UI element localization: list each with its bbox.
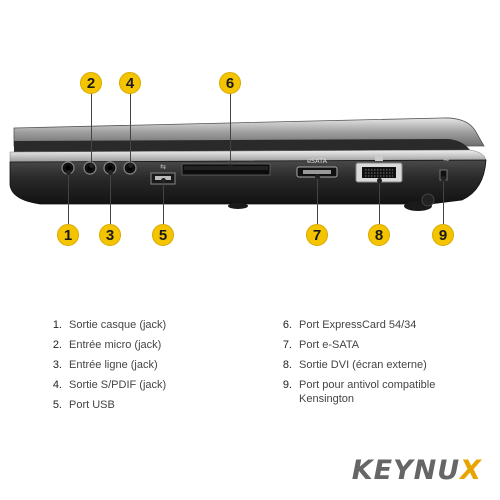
leader-line-1 — [68, 172, 69, 224]
laptop-lid — [13, 117, 485, 147]
leader-line-3 — [110, 172, 111, 224]
legend-label: Port pour antivol compatible Kensington — [299, 379, 436, 405]
legend-number: 3. — [52, 359, 62, 371]
svg-text:⇆: ⇆ — [160, 163, 166, 171]
leader-line-9 — [443, 178, 444, 224]
legend-label: Sortie casque (jack) — [69, 319, 167, 331]
legend-number: 2. — [52, 339, 62, 351]
leader-dot-7 — [315, 174, 320, 179]
leader-line-2 — [91, 93, 92, 163]
callout-badge-7: 7 — [306, 224, 328, 246]
legend-label: Sortie DVI (écran externe) — [299, 359, 427, 371]
legend-number: 8. — [282, 359, 292, 371]
legend-item: 3. Entrée ligne (jack) — [50, 358, 250, 372]
leader-dot-2 — [89, 163, 94, 168]
esata-label: eSATA — [307, 157, 328, 165]
legend-item: 4. Sortie S/PDIF (jack) — [50, 378, 250, 392]
legend-label: Port e-SATA — [299, 339, 360, 351]
legend-label: Port USB — [69, 399, 115, 411]
dvi-port-icon — [355, 156, 403, 183]
legend-right-column: 6. Port ExpressCard 54/34 7. Port e-SATA 8… — [280, 318, 470, 412]
callout-badge-9: 9 — [432, 224, 454, 246]
legend-number: 6. — [282, 319, 292, 331]
leader-dot-9 — [441, 176, 446, 181]
legend-label: Sortie S/PDIF (jack) — [69, 379, 167, 391]
callout-badge-4: 4 — [119, 72, 141, 94]
lid-bezel — [14, 139, 470, 152]
callout-badge-6: 6 — [219, 72, 241, 94]
keynux-logo: KEYNUX — [352, 455, 482, 486]
legend-label: Entrée micro (jack) — [69, 339, 162, 351]
callout-badge-5: 5 — [152, 224, 174, 246]
legend-number: 5. — [52, 399, 62, 411]
legend-number: 7. — [282, 339, 292, 351]
leader-dot-5 — [161, 178, 166, 183]
svg-text:⊸: ⊸ — [443, 156, 449, 164]
leader-dot-4 — [128, 163, 133, 168]
legend-item: 6. Port ExpressCard 54/34 — [280, 318, 470, 332]
laptop-foot — [421, 193, 435, 207]
legend-item: 8. Sortie DVI (écran externe) — [280, 358, 470, 372]
legend-item: 5. Port USB — [50, 398, 250, 412]
leader-dot-8 — [377, 178, 382, 183]
legend-item: 9. Port pour antivol compatible Kensingto… — [280, 378, 470, 406]
callout-badge-2: 2 — [80, 72, 102, 94]
leader-dot-6 — [228, 164, 233, 169]
callout-badge-8: 8 — [368, 224, 390, 246]
logo-text-accent: X — [460, 455, 482, 486]
leader-line-8 — [379, 180, 380, 224]
legend-label: Entrée ligne (jack) — [69, 359, 158, 371]
leader-line-7 — [317, 176, 318, 224]
leader-line-6 — [230, 93, 231, 165]
legend-number: 9. — [282, 379, 292, 391]
legend-label: Port ExpressCard 54/34 — [299, 319, 417, 331]
laptop-foot — [228, 203, 248, 209]
leader-dot-1 — [66, 170, 71, 175]
legend-item: 1. Sortie casque (jack) — [50, 318, 250, 332]
legend-number: 4. — [52, 379, 62, 391]
legend-item: 2. Entrée micro (jack) — [50, 338, 250, 352]
leader-line-4 — [130, 93, 131, 163]
expresscard-slot-icon — [181, 163, 271, 176]
leader-dot-3 — [108, 170, 113, 175]
legend-item: 7. Port e-SATA — [280, 338, 470, 352]
logo-text-main: KEYNU — [351, 455, 461, 486]
leader-line-5 — [163, 180, 164, 224]
legend-number: 1. — [52, 319, 62, 331]
legend-left-column: 1. Sortie casque (jack) 2. Entrée micro (j… — [50, 318, 250, 418]
callout-badge-3: 3 — [99, 224, 121, 246]
callout-badge-1: 1 — [57, 224, 79, 246]
